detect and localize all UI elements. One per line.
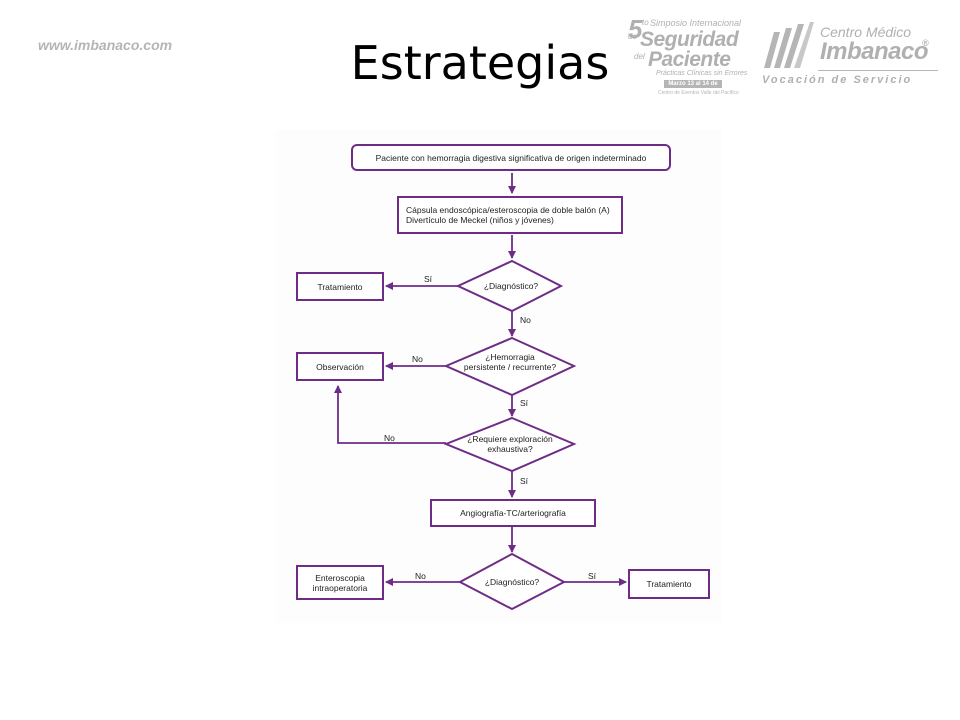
decision1-text: ¿Diagnóstico? — [483, 281, 539, 291]
decision2-no-label: No — [412, 354, 423, 364]
decision3-line2: exhaustiva? — [487, 444, 533, 454]
step1-line1: Cápsula endoscópica/esteroscopia de dobl… — [406, 205, 610, 215]
imbanaco-name-line1: Centro Médico — [820, 24, 912, 40]
decision2-diamond — [443, 336, 577, 397]
imbanaco-name-line2: Imbanaco — [820, 38, 929, 65]
decision4-diamond — [457, 552, 567, 611]
treatment2-text: Tratamiento — [646, 579, 692, 589]
step1-box: Cápsula endoscópica/esteroscopia de dobl… — [397, 196, 623, 234]
enteroscopy-line2: intraoperatoria — [312, 582, 368, 593]
logo-line3: Paciente — [648, 48, 731, 71]
angiography-text: Angiografía-TC/arteriografía — [460, 508, 566, 518]
logo-line5: Marzo 13 al 14 de 2015 — [664, 80, 722, 95]
logo-number: 5 — [628, 14, 643, 44]
decision4-yes-label: Sí — [588, 571, 597, 581]
logo-line4: Prácticas Clínicas sin Errores — [656, 70, 748, 77]
start-box: Paciente con hemorragia digestiva signif… — [351, 144, 671, 171]
logo-line1: Simposio Internacional — [650, 18, 742, 28]
observation-box: Observación — [296, 352, 384, 381]
decision3-diamond — [443, 416, 577, 473]
angiography-box: Angiografía-TC/arteriografía — [430, 499, 596, 527]
decision2-line1: ¿Hemorragia — [485, 352, 535, 362]
enteroscopy-line1: Enteroscopia — [315, 572, 365, 583]
arrow-decision3-no — [334, 385, 446, 444]
start-text: Paciente con hemorragia digestiva signif… — [375, 152, 647, 163]
treatment1-box: Tratamiento — [296, 272, 384, 301]
logo-line6: Centro de Eventos Valle del Pacífico — [658, 90, 739, 96]
slide-title: Estrategias — [350, 36, 610, 90]
decision2-text: ¿Hemorragia persistente / recurrente? — [446, 352, 574, 372]
logo-line2: Seguridad — [640, 28, 739, 51]
enteroscopy-box: Enteroscopia intraoperatoria — [296, 565, 384, 600]
decision4-no-label: No — [415, 571, 426, 581]
imbanaco-registered: ® — [922, 38, 929, 48]
decision2-yes-label: Sí — [520, 398, 529, 408]
decision1-diamond — [455, 259, 564, 313]
decision3-no-label: No — [384, 433, 395, 443]
logo-line3-small: del — [634, 52, 645, 61]
decision1-yes-label: Sí — [424, 274, 433, 284]
observation-text: Observación — [316, 361, 364, 372]
flowchart-connectors — [334, 173, 627, 611]
decision1-no-label: No — [520, 315, 531, 325]
decision3-text: ¿Requiere exploración exhaustiva? — [446, 434, 574, 454]
decision4-text: ¿Diagnóstico? — [484, 577, 540, 587]
symposium-logo: 5 to Simposio Internacional de Seguridad… — [628, 14, 747, 96]
decision2-line2: persistente / recurrente? — [463, 362, 557, 372]
imbanaco-rule — [818, 70, 938, 71]
imbanaco-mark-icon — [764, 22, 814, 68]
decision3-line1: ¿Requiere exploración — [467, 434, 553, 444]
imbanaco-logo: Centro Médico Imbanaco ® Vocación de Ser… — [760, 22, 940, 92]
treatment1-text: Tratamiento — [317, 281, 363, 292]
imbanaco-tagline: Vocación de Servicio — [762, 74, 913, 86]
treatment2-box: Tratamiento — [628, 569, 710, 599]
step1-line2: Divertículo de Meckel (niños y jóvenes) — [406, 215, 554, 225]
logo-superscript: to — [642, 18, 649, 27]
decision3-yes-label: Sí — [520, 476, 529, 486]
logo-line2-small: de — [628, 32, 637, 41]
flowchart: Paciente con hemorragia digestiva signif… — [276, 130, 722, 623]
website-url[interactable]: www.imbanaco.com — [38, 37, 173, 53]
